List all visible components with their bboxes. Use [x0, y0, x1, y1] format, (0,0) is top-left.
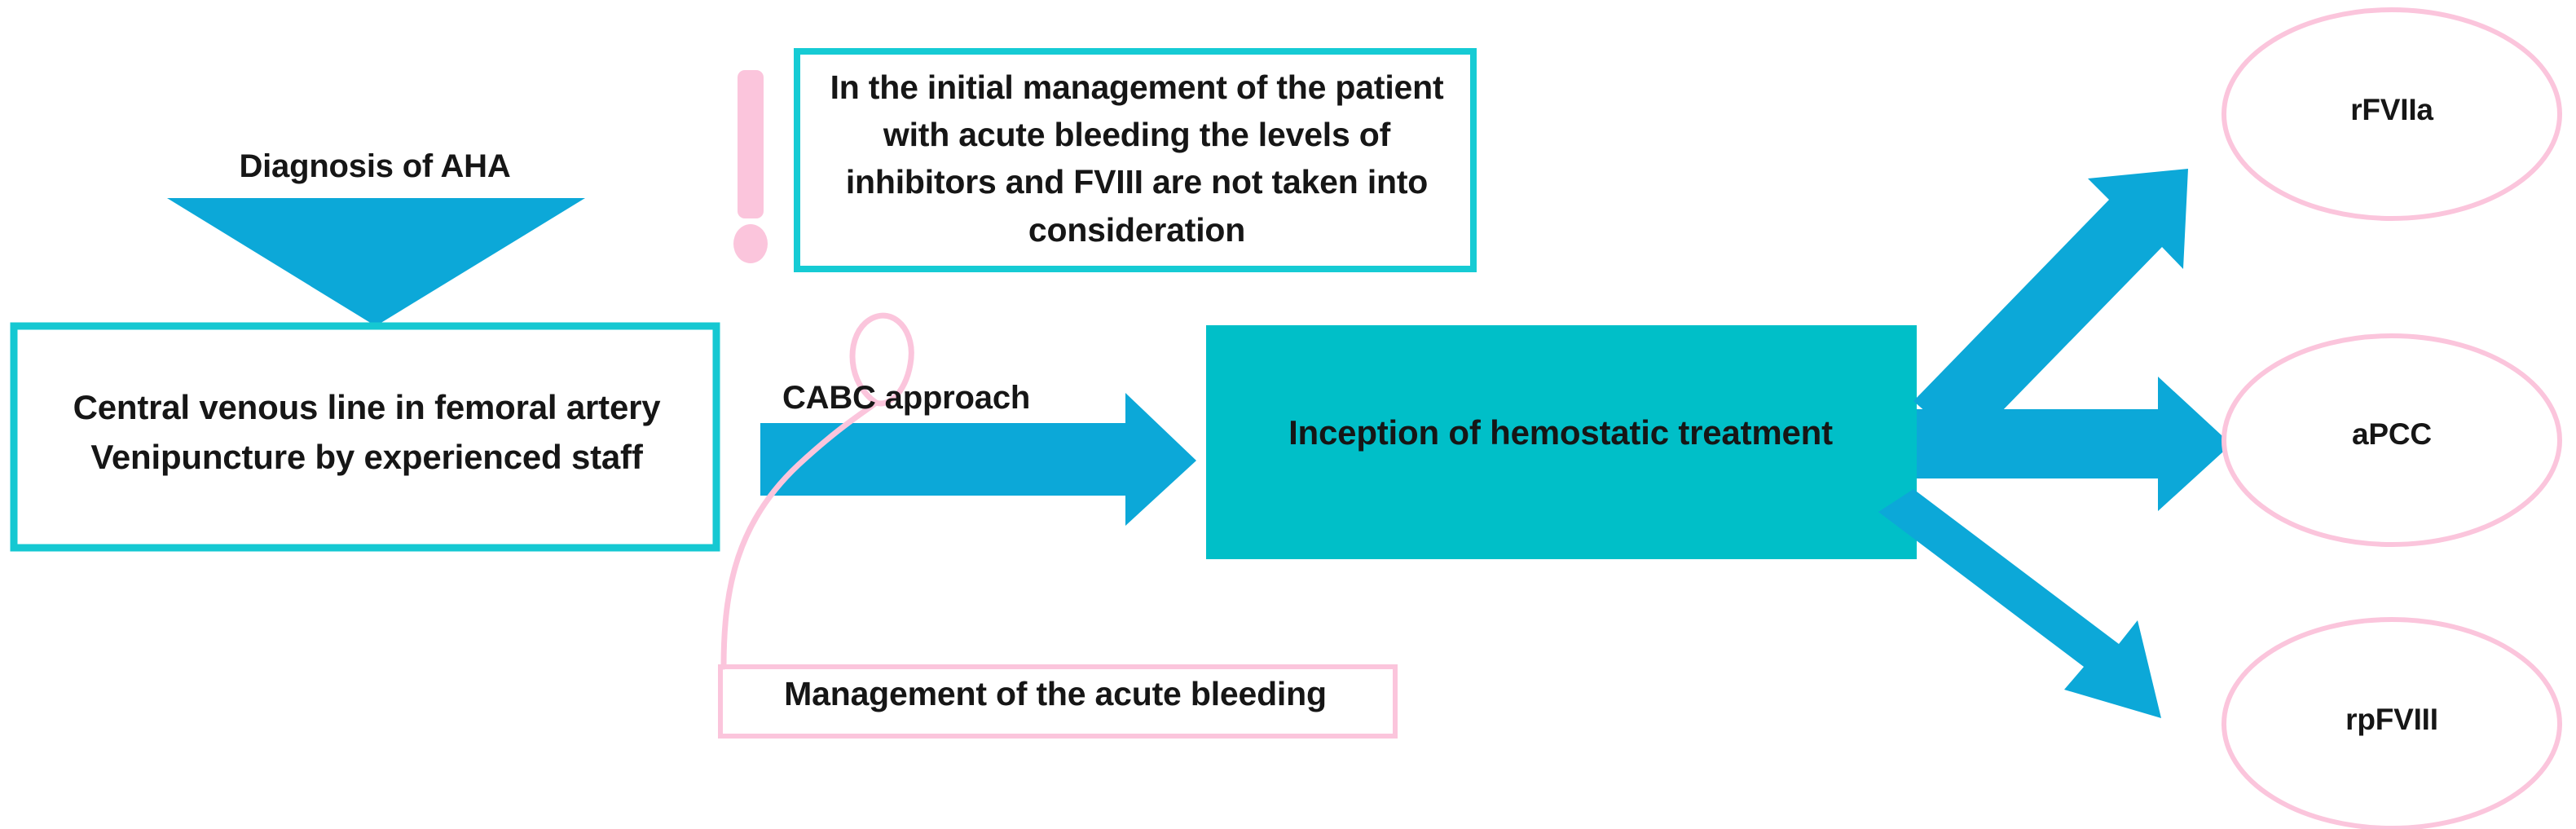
diagonal-up-arrow-to-rfviia [1913, 169, 2188, 448]
treatment-box-fill [1206, 325, 1917, 559]
cabc-approach-label: CABC approach [782, 380, 1031, 416]
right-arrow-to-treatment [760, 393, 1196, 526]
diagonal-down-arrow-to-rpfviii [1878, 489, 2161, 718]
outcome-label-rfviia: rFVIIa [2350, 93, 2433, 126]
curved-lasso-connector [720, 399, 879, 670]
callout-box-outline [794, 48, 1477, 272]
outcome-ellipse-rpfviii [2222, 617, 2562, 829]
right-arrow-to-apcc [1917, 377, 2231, 511]
treatment-box-label: Inception of hemostatic treatment [1288, 413, 1833, 452]
diagnosis-label: Diagnosis of AHA [239, 148, 511, 184]
callout-box-label: In the initial management of the patient… [830, 68, 1444, 249]
outcome-ellipse-apcc [2222, 333, 2562, 547]
outcome-label-rpfviii: rpFVIII [2345, 703, 2438, 736]
exclamation-mark-icon [733, 70, 768, 263]
left-box-outline [10, 322, 720, 552]
bottom-box-outline [718, 664, 1398, 739]
lasso-loop [849, 312, 914, 407]
bottom-box-label: Management of the acute bleeding [784, 675, 1327, 712]
outcome-ellipse-rfviia [2222, 7, 2562, 221]
down-triangle-connector [167, 198, 585, 326]
left-box-label: Central venous line in femoral artery Ve… [73, 388, 661, 476]
outcome-label-apcc: aPCC [2352, 417, 2432, 451]
